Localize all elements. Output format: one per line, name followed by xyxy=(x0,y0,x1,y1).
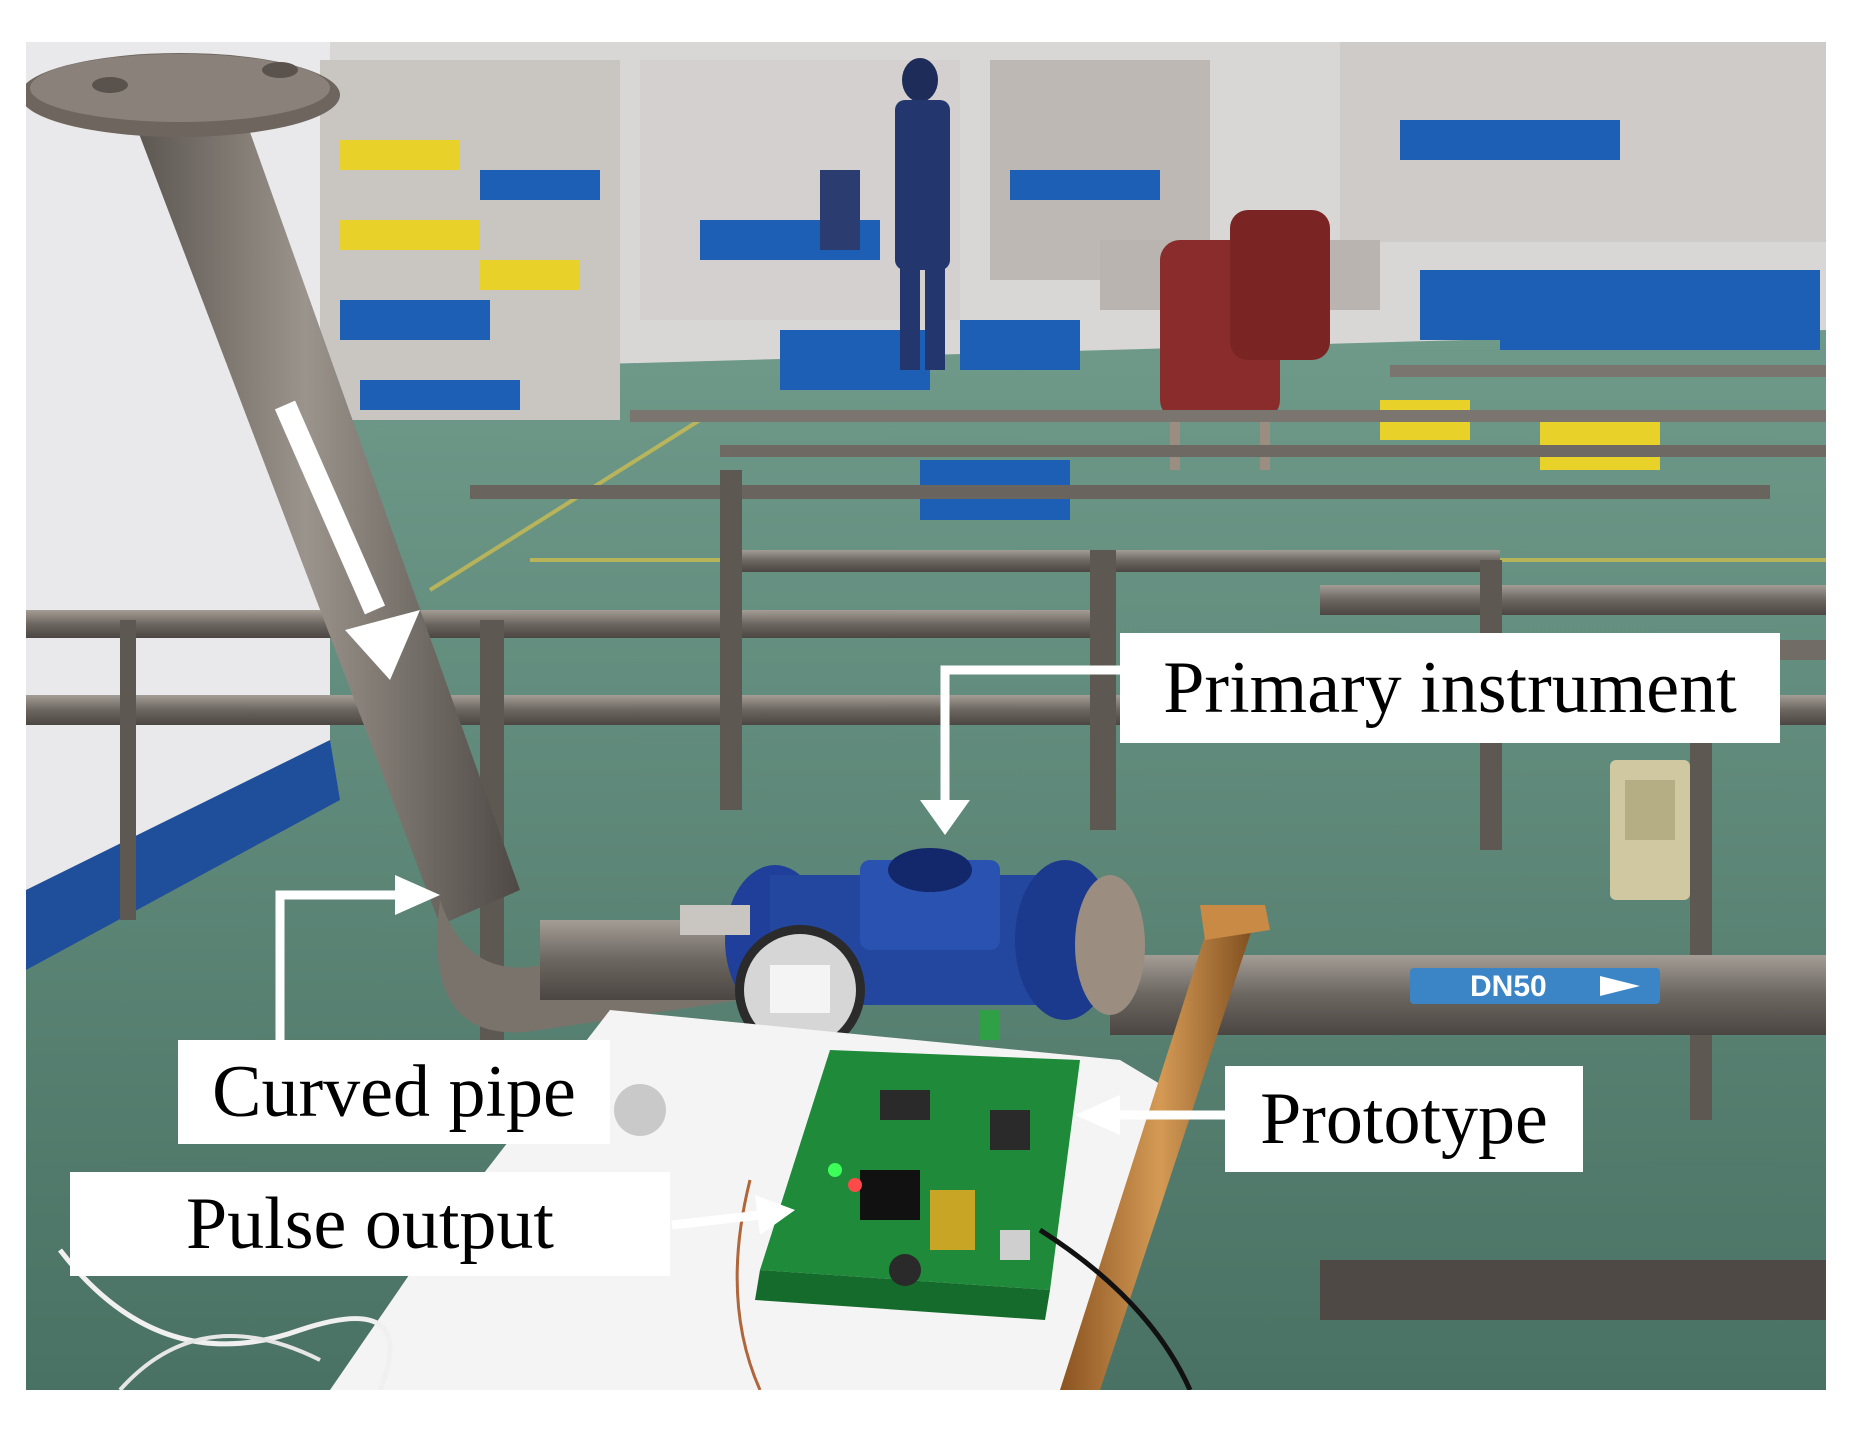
flow-direction-arrow xyxy=(274,400,420,680)
label-prototype: Prototype xyxy=(1225,1066,1583,1172)
label-pulse-output: Pulse output xyxy=(70,1172,670,1276)
washer xyxy=(614,1084,666,1136)
support-stand xyxy=(1320,1260,1826,1320)
primary-instrument-arrow xyxy=(940,665,1120,800)
label-prototype-text: Prototype xyxy=(1260,1078,1548,1160)
display-head xyxy=(735,925,865,1055)
label-primary-instrument: Primary instrument xyxy=(1120,633,1780,743)
blue-skirting xyxy=(26,740,340,970)
callout-arrowheads xyxy=(395,800,1120,1235)
wooden-frame xyxy=(1060,905,1260,1390)
pipe-size-tag: DN50 xyxy=(1470,970,1547,1003)
prototype-pcb xyxy=(755,1010,1080,1320)
label-curved-pipe-text: Curved pipe xyxy=(212,1051,576,1133)
chairs xyxy=(1160,210,1330,470)
label-curved-pipe: Curved pipe xyxy=(178,1040,610,1144)
junction-box xyxy=(1610,760,1690,900)
worker-figure xyxy=(820,58,950,370)
curved-pipe-arrow xyxy=(275,890,400,1045)
label-pulse-output-text: Pulse output xyxy=(186,1183,554,1265)
cables xyxy=(58,1179,1193,1390)
background-pipes xyxy=(470,365,1826,499)
label-primary-instrument-text: Primary instrument xyxy=(1163,647,1737,729)
wooden-frame-top xyxy=(1200,905,1270,940)
callout-arrows xyxy=(275,665,1225,1230)
pulse-output-arrow xyxy=(671,1210,761,1230)
